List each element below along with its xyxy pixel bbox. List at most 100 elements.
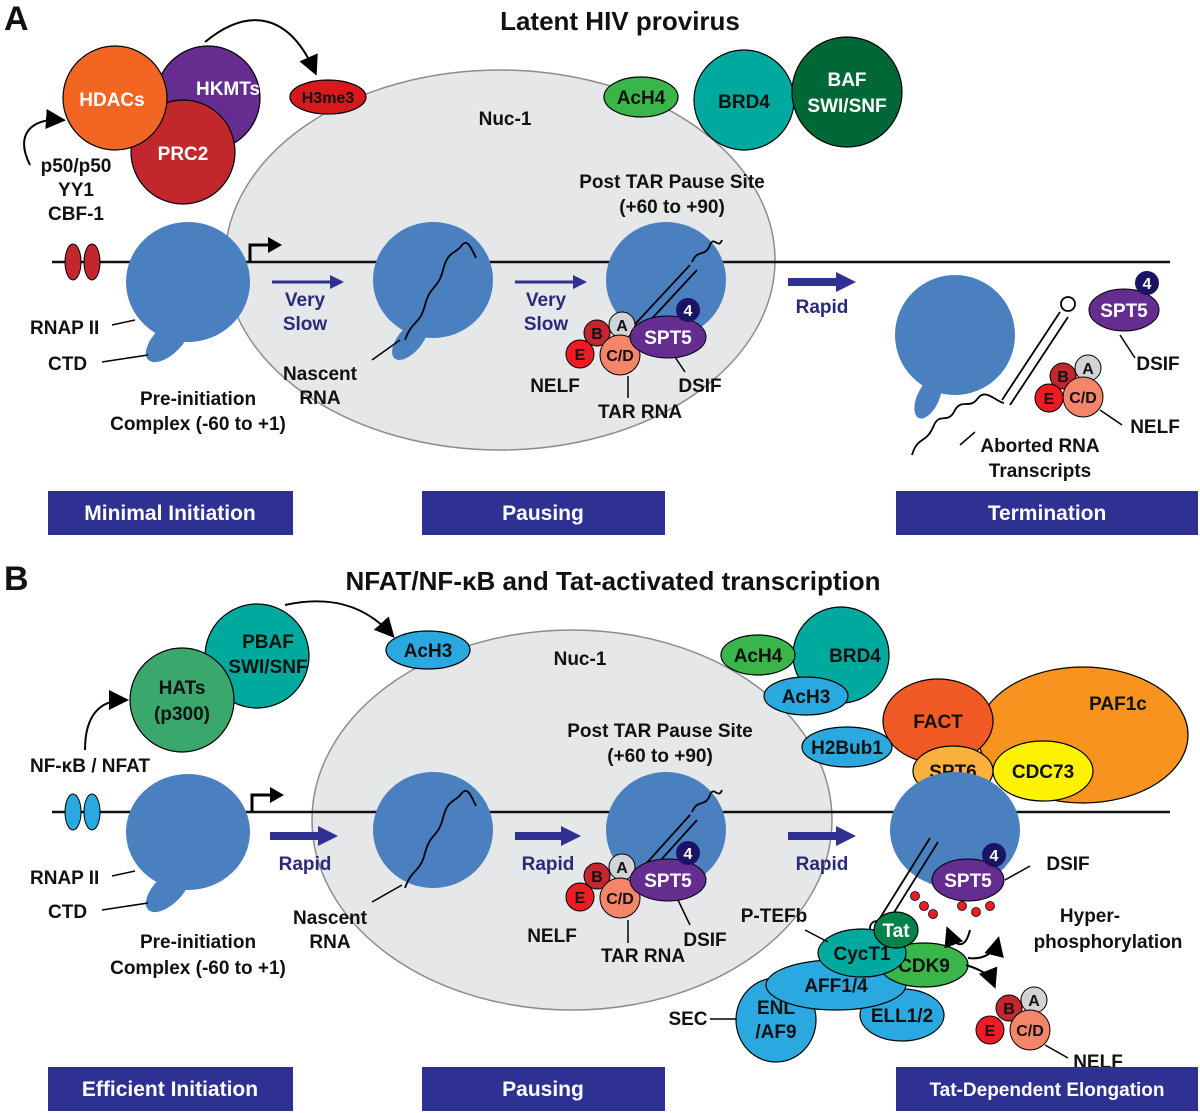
term-nelf-e-label: E <box>1044 391 1055 408</box>
rapid-label: Rapid <box>796 297 849 318</box>
nelf-cd-circle <box>599 877 641 919</box>
baf-label-2: SWI/SNF <box>807 96 886 117</box>
aborted-stem <box>1001 311 1061 401</box>
spt5-oval <box>629 315 707 359</box>
stage-box-elongation <box>896 1067 1198 1111</box>
stage-box-initiation <box>48 1067 293 1111</box>
paf1c-label: PAF1c <box>1089 694 1147 715</box>
spt5-badge <box>676 298 700 322</box>
elong-spt5-oval <box>931 858 1005 902</box>
elong-spt5-badge <box>982 843 1006 867</box>
elong-badge-label: 4 <box>990 848 999 865</box>
pbaf-label: PBAF <box>242 632 294 653</box>
brd4-label: BRD4 <box>718 92 770 113</box>
phospho-dot <box>971 907 981 917</box>
ptefb-leader <box>804 929 829 943</box>
tar-stem <box>887 841 939 923</box>
aborted-rna <box>911 393 1005 456</box>
elong-nelf-b-label: B <box>1003 1001 1015 1018</box>
term-dsif-leader <box>1119 334 1136 359</box>
tss-arrow <box>248 243 272 262</box>
methylation-arrow <box>204 19 318 76</box>
stage-label: Termination <box>988 502 1107 525</box>
recruit-arrow <box>23 109 66 166</box>
ach3-right-oval <box>763 676 849 716</box>
prc2-label: PRC2 <box>158 144 209 165</box>
elong-nelf-cd <box>1009 1009 1051 1051</box>
rnap-ii-terminated <box>895 275 1015 395</box>
nascent-leader <box>371 339 401 361</box>
aff-label: AFF1/4 <box>804 976 868 997</box>
pbaf-label-2: SWI/SNF <box>228 657 307 678</box>
elong-dsif-label: DSIF <box>1046 854 1089 875</box>
spt5-label: SPT5 <box>644 871 692 892</box>
pic-label: Pre-initiation <box>140 389 256 410</box>
ctd-leader <box>101 902 149 911</box>
stage-label: Efficient Initiation <box>82 1078 258 1101</box>
nelf-b-label: B <box>591 326 603 343</box>
cdc73-oval <box>992 740 1094 802</box>
repressor-p50: p50/p50 <box>41 156 112 177</box>
paused-rna <box>691 239 723 263</box>
ctd-tail <box>145 867 191 913</box>
phospho-dot <box>928 909 938 919</box>
ctd-tail <box>392 320 428 360</box>
ctd-label: CTD <box>48 902 87 923</box>
tss-arrowhead <box>268 237 282 253</box>
spt5-label: SPT5 <box>644 328 692 349</box>
elong-nelf-e <box>975 1015 1005 1045</box>
term-nelf-e <box>1034 383 1064 413</box>
pause-site-label: Post TAR Pause Site <box>579 172 764 193</box>
activator-oval <box>83 793 101 831</box>
ptefb-label: P-TEFb <box>741 906 808 927</box>
baf-label: BAF <box>827 70 866 91</box>
recruit-arrow <box>84 690 129 751</box>
tar-stem <box>879 837 931 919</box>
hdacs-circle <box>62 45 168 151</box>
elong-nelf-b <box>995 994 1023 1022</box>
rapid-arrowhead <box>561 826 581 846</box>
rnap-ii-initiation <box>126 222 250 342</box>
nuc1-label: Nuc-1 <box>479 109 532 130</box>
stage-label: Minimal Initiation <box>84 502 256 525</box>
paused-rna <box>691 789 723 813</box>
term-dsif-label: DSIF <box>1136 354 1179 375</box>
pause-site-label-2: (+60 to +90) <box>607 746 713 767</box>
acetylation-arrow <box>284 600 395 638</box>
nelf-cd-circle <box>599 334 641 376</box>
nelf-e-circle <box>565 882 595 912</box>
elong-nelf-e-label: E <box>985 1023 996 1040</box>
dsif-label: DSIF <box>678 376 721 397</box>
tar-rna-label: TAR RNA <box>601 946 685 967</box>
aborted-loop <box>1060 296 1076 312</box>
aborted-label: Aborted RNA <box>980 436 1100 457</box>
baf-circle <box>791 36 903 148</box>
ctd-label: CTD <box>48 354 87 375</box>
nascent-label: Nascent <box>293 908 368 929</box>
stage-box-termination <box>896 491 1198 535</box>
panel-b-title: NFAT/NF-κB and Tat-activated transcripti… <box>345 566 880 596</box>
dsif-label: DSIF <box>683 930 726 951</box>
nelf-b-label: B <box>591 869 603 886</box>
term-nelf-label: NELF <box>1130 417 1180 438</box>
ach4-oval <box>720 634 796 676</box>
stage-label: Pausing <box>502 1078 584 1101</box>
hdacs-label: HDACs <box>79 90 144 111</box>
panel-b-letter: B <box>4 560 29 598</box>
term-nelf-cd-label: C/D <box>1069 390 1097 407</box>
nelf-b-circle <box>583 862 611 890</box>
dsif-leader <box>677 899 691 926</box>
rnap-label: RNAP II <box>30 868 99 889</box>
rnap-ii-initiation <box>126 774 250 890</box>
stage-box-pausing <box>422 1067 665 1111</box>
speed-label: Very <box>285 290 326 311</box>
phospho-arrow <box>944 926 971 949</box>
nascent-label-2: RNA <box>299 388 340 409</box>
rapid-arrowhead <box>836 272 856 292</box>
nucleosome-ellipse <box>311 629 833 1011</box>
repressor-oval <box>83 243 101 281</box>
ell-label: ELL1/2 <box>871 1006 933 1027</box>
nelf-label: NELF <box>527 926 577 947</box>
nascent-rna <box>404 242 477 341</box>
